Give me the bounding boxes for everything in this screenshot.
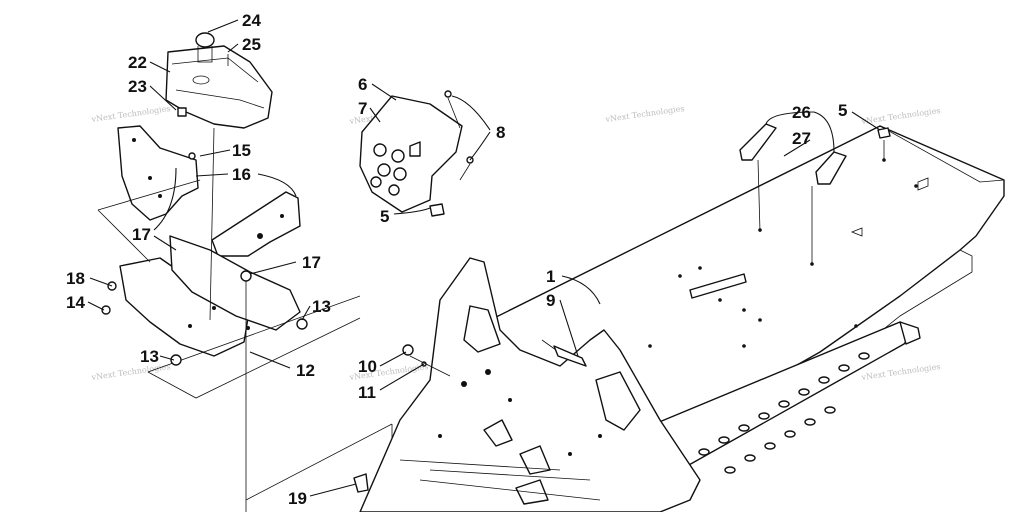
callout-label: 17 bbox=[132, 225, 151, 244]
callout-label: 1 bbox=[546, 267, 555, 286]
callout-label: 8 bbox=[496, 123, 505, 142]
watermark: vNext Technologies bbox=[604, 104, 685, 124]
callout-label: 14 bbox=[66, 293, 85, 312]
watermark: vNext Technologies bbox=[90, 104, 171, 124]
left-brackets bbox=[97, 125, 393, 512]
callout-label: 11 bbox=[358, 383, 376, 402]
callout-label: 7 bbox=[358, 99, 367, 118]
callout-label: 17 bbox=[302, 253, 321, 272]
callout-label: 6 bbox=[358, 75, 367, 94]
callout-label: 23 bbox=[128, 77, 147, 96]
running-board-holes bbox=[698, 352, 870, 474]
front-frame bbox=[353, 257, 701, 512]
watermark: vNext Technologies bbox=[860, 106, 941, 126]
cover-assembly bbox=[165, 32, 273, 129]
callout-label: 5 bbox=[838, 101, 847, 120]
callout-label: 25 bbox=[242, 35, 261, 54]
guard-assembly bbox=[359, 90, 474, 217]
watermark: vNext Technologies bbox=[860, 362, 941, 382]
callout-label: 18 bbox=[66, 269, 85, 288]
callout-label: 19 bbox=[288, 489, 307, 508]
callout-label: 12 bbox=[296, 361, 315, 380]
callout-label: 26 bbox=[792, 103, 811, 122]
callout-label: 10 bbox=[358, 357, 377, 376]
callout-label: 9 bbox=[546, 291, 555, 310]
callout-label: 15 bbox=[232, 141, 251, 160]
callout-label: 16 bbox=[232, 165, 251, 184]
callout-label: 22 bbox=[128, 53, 147, 72]
leader-lines bbox=[87, 19, 881, 497]
callout-label: 13 bbox=[312, 297, 331, 316]
callout-labels: 24 25 22 23 15 16 17 18 14 13 13 12 6 7 … bbox=[66, 11, 847, 508]
callout-label: 5 bbox=[380, 207, 389, 226]
callout-label: 24 bbox=[242, 11, 261, 30]
callout-label: 27 bbox=[792, 129, 811, 148]
callout-label: 13 bbox=[140, 347, 159, 366]
